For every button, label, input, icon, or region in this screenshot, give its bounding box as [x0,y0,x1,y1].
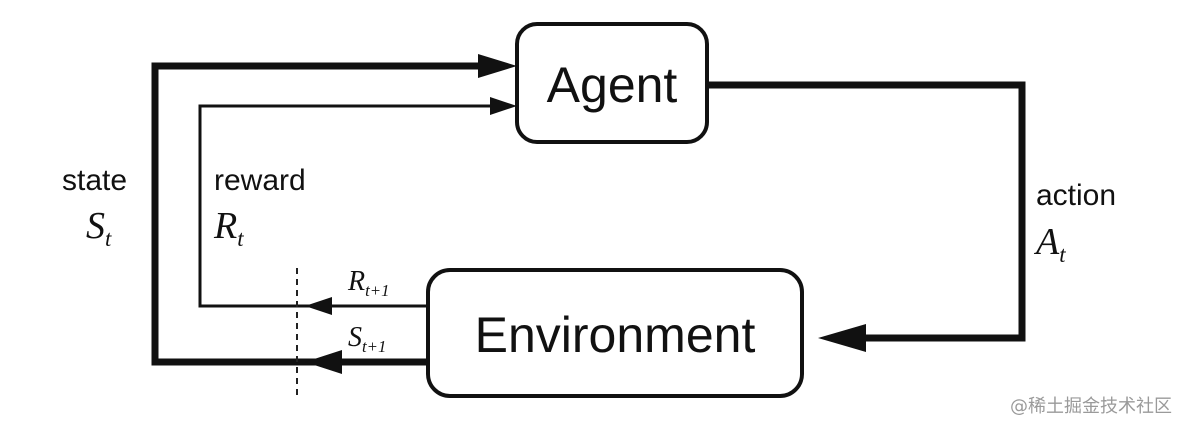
agent-box: Agent [515,22,709,144]
state-arrow-line [151,62,480,366]
action-label: action [1036,179,1116,212]
state-arrow-head [478,54,517,78]
state-symbol-subscript: t [105,226,112,251]
next-reward-subscript: t+1 [365,281,389,300]
environment-box: Environment [426,268,804,398]
environment-label: Environment [475,307,756,363]
reward-symbol-letter: R [213,205,237,247]
next-state-letter: S [348,322,362,353]
action-arrow [707,81,1026,352]
agent-label: Agent [547,57,678,113]
state-symbol: St [86,205,112,251]
reward-label: reward [214,164,306,197]
state-arrow [151,54,517,374]
next-reward-arrow-head [305,297,332,315]
reward-arrow-head [490,97,517,115]
next-state-arrow-head [305,350,342,374]
reward-symbol: Rt [213,205,244,251]
next-reward-letter: R [347,266,365,297]
action-arrow-head [818,324,866,352]
state-symbol-letter: S [86,205,105,247]
state-label: state [62,164,127,197]
next-state-subscript: t+1 [362,337,386,356]
action-symbol: At [1033,221,1066,267]
action-arrow-line [707,81,1026,342]
reward-arrow [198,97,517,315]
reward-symbol-subscript: t [237,226,244,251]
next-state-symbol: St+1 [348,322,386,356]
action-symbol-subscript: t [1059,242,1066,267]
action-symbol-letter: A [1033,221,1060,263]
environment-box-frame [426,268,804,398]
watermark-text: @稀土掘金技术社区 [1010,396,1172,417]
next-reward-symbol: Rt+1 [347,266,390,300]
